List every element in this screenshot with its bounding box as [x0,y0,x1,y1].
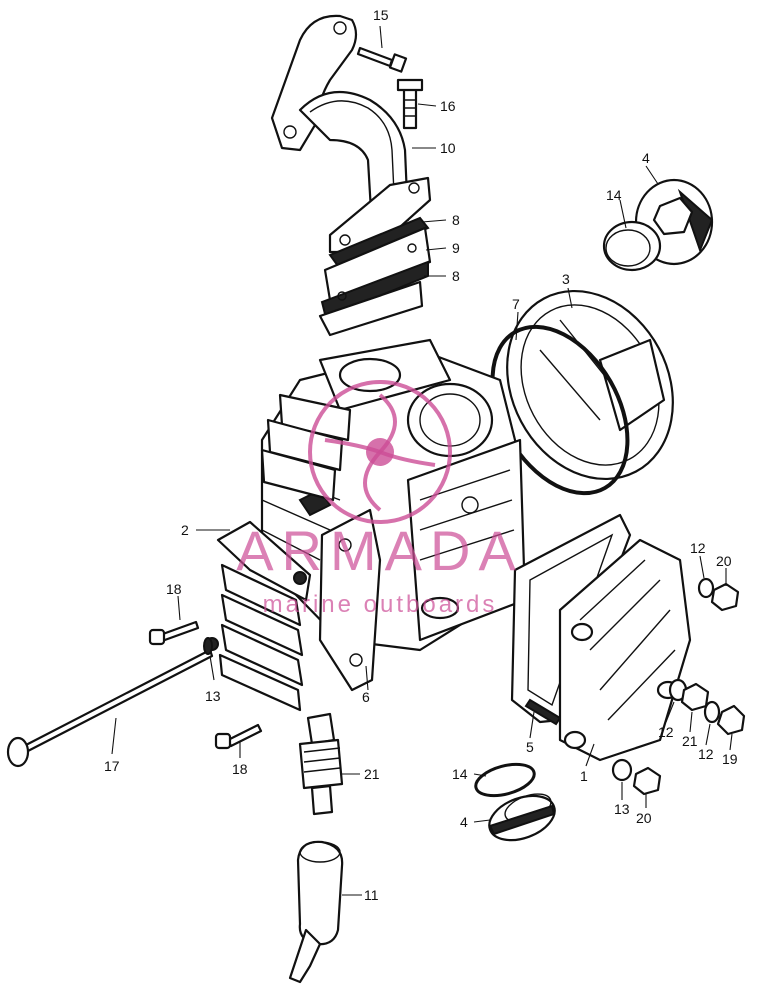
callout-9: 9 [452,240,460,256]
leader-lines [111,25,733,896]
o-ring-14-bottom [474,762,536,798]
callout-2: 2 [181,522,189,538]
nut-20-low [632,766,662,796]
callout-6: 6 [362,689,370,705]
callout-14-top: 14 [606,187,622,203]
fin-cover-2 [216,520,312,712]
callout-8-lower: 8 [452,268,460,284]
tappet-cap-top [602,178,714,272]
callout-15: 15 [373,7,389,23]
intake-pipe [270,14,432,254]
callout-14-bottom: 14 [452,766,468,782]
watermark-tagline: marine outboards [263,591,498,618]
washer-12-top [697,577,715,599]
callout-3: 3 [562,271,570,287]
callout-20-top: 20 [716,553,732,569]
rocker-cover-1 [558,538,692,762]
callout-21-right: 21 [682,733,698,749]
callout-4-bottom: 4 [460,814,468,830]
callout-19: 19 [722,751,738,767]
callout-5: 5 [526,739,534,755]
callout-16: 16 [440,98,456,114]
callout-8-upper: 8 [452,212,460,228]
callout-10: 10 [440,140,456,156]
callout-11: 11 [364,887,379,903]
spark-plug [298,712,344,816]
callout-7: 7 [512,296,520,312]
washer-13-left [203,637,213,655]
watermark-logo [308,380,452,524]
callout-18-upper: 18 [166,581,182,597]
nut-20-top [710,582,740,612]
head-gasket-6 [318,508,382,692]
bolt-15 [356,46,408,73]
callout-17: 17 [104,758,120,774]
callout-13-left: 13 [205,688,221,704]
callout-20-bottom: 20 [636,810,652,826]
head-fins [260,393,352,502]
washer-12-low [703,700,721,724]
plug-cap [288,840,344,984]
nut-19 [716,704,746,736]
callout-12-top: 12 [690,540,706,556]
watermark-brand: ARMADA [236,519,524,582]
callout-12-mid: 12 [658,724,674,740]
callout-18-lower: 18 [232,761,248,777]
tappet-cap-bottom [488,793,556,842]
nut-21 [680,682,710,712]
callout-1: 1 [580,768,588,784]
bolt-18-upper [148,620,200,646]
callout-labels: 15 16 10 8 9 8 4 14 3 7 2 18 13 6 17 18 … [104,7,738,903]
callout-12-low: 12 [698,746,714,762]
side-cover [506,289,674,481]
callout-21-left: 21 [364,766,380,782]
bolt-18-lower [214,723,263,750]
washer-13 [611,758,633,782]
insulator-gaskets [318,216,432,337]
bolt-16 [396,78,424,130]
callout-13-right: 13 [614,801,630,817]
callout-4-top: 4 [642,150,650,166]
